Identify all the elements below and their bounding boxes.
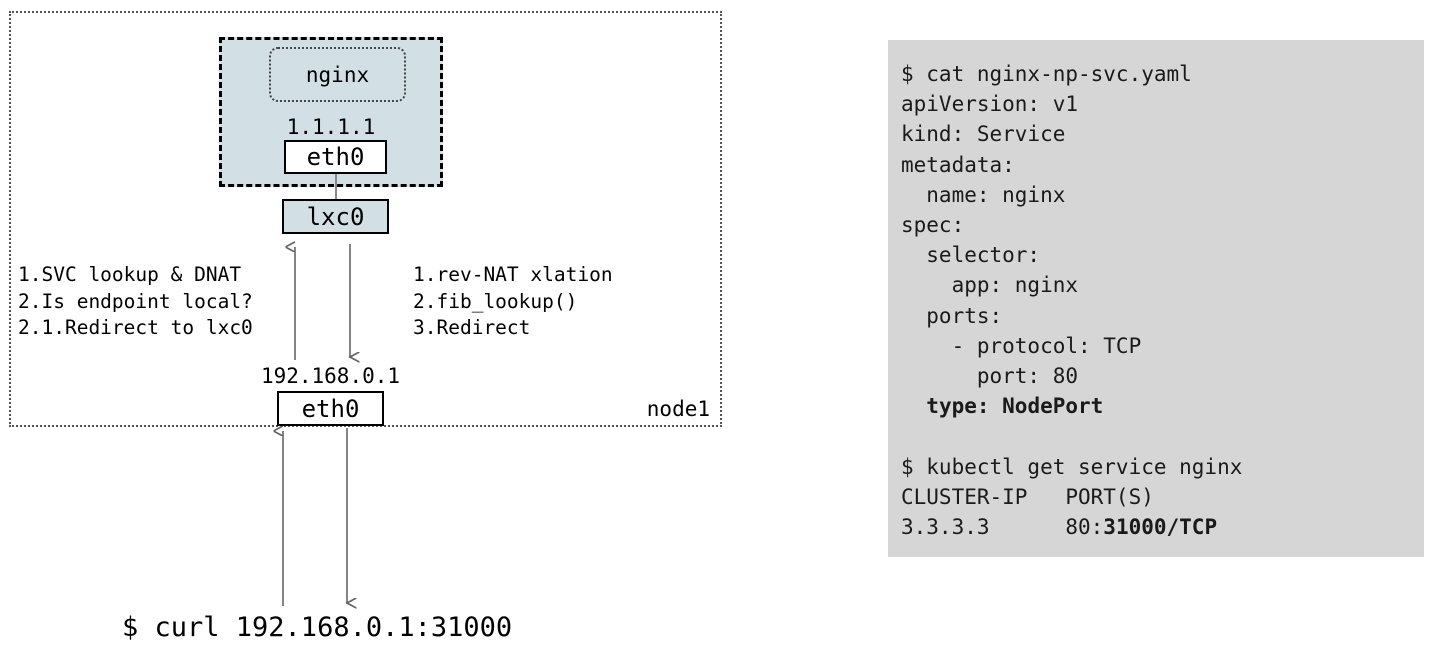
node-eth0-ip-label: 192.168.0.1 [260, 364, 401, 388]
ingress-steps-annotation: 1.SVC lookup & DNAT 2.Is endpoint local?… [18, 263, 253, 339]
container-nginx: nginx [269, 47, 406, 102]
code-line: $ kubectl get service nginx [901, 454, 1243, 479]
code-line: 3.3.3.3 80:31000/TCP [901, 512, 1424, 542]
code-line: $ cat nginx-np-svc.yaml [901, 62, 1192, 86]
code-line: apiVersion: v1 [901, 92, 1079, 117]
code-line: metadata: [901, 152, 1015, 177]
arrow-up-ingress-icon [288, 244, 296, 360]
code-line [901, 421, 1424, 451]
code-line: ports: [901, 303, 1003, 328]
code-line: port: 80 [901, 364, 1079, 389]
arrow-down-egress-icon [343, 244, 357, 360]
node-label: node1 [646, 397, 710, 421]
arrow-down-client-request-icon [340, 428, 354, 606]
code-line: CLUSTER-IP PORT(S) [901, 484, 1154, 509]
code-panel: $ cat nginx-np-svc.yaml apiVersion: v1 kin… [888, 40, 1424, 557]
code-text: 3.3.3.3 80: [901, 515, 1104, 540]
code-line: - protocol: TCP [901, 333, 1142, 358]
node-boundary: node1 [9, 11, 722, 427]
pod-eth0-interface: eth0 [284, 140, 387, 174]
code-text [901, 394, 926, 418]
code-line: app: nginx [901, 273, 1079, 298]
egress-steps-annotation: 1.rev-NAT xlation 2.fib_lookup() 3.Redir… [413, 263, 613, 339]
code-line: kind: Service [901, 122, 1066, 147]
host-veth-lxc0: lxc0 [282, 199, 389, 234]
client-curl-command: $ curl 192.168.0.1:31000 [122, 612, 513, 643]
code-emphasis: type: NodePort [926, 394, 1104, 419]
code-emphasis: 31000/TCP [1103, 515, 1218, 540]
node-eth0-interface: eth0 [277, 391, 384, 426]
container-nginx-label: nginx [305, 62, 370, 87]
code-line: spec: [901, 213, 965, 238]
arrow-up-client-response-icon [276, 428, 284, 606]
pod-eth0-ip-label: 1.1.1.1 [286, 115, 376, 139]
veth-pair-link [335, 174, 337, 200]
code-line: name: nginx [901, 182, 1066, 207]
code-line: selector: [901, 243, 1041, 268]
code-line: type: NodePort [901, 391, 1424, 421]
